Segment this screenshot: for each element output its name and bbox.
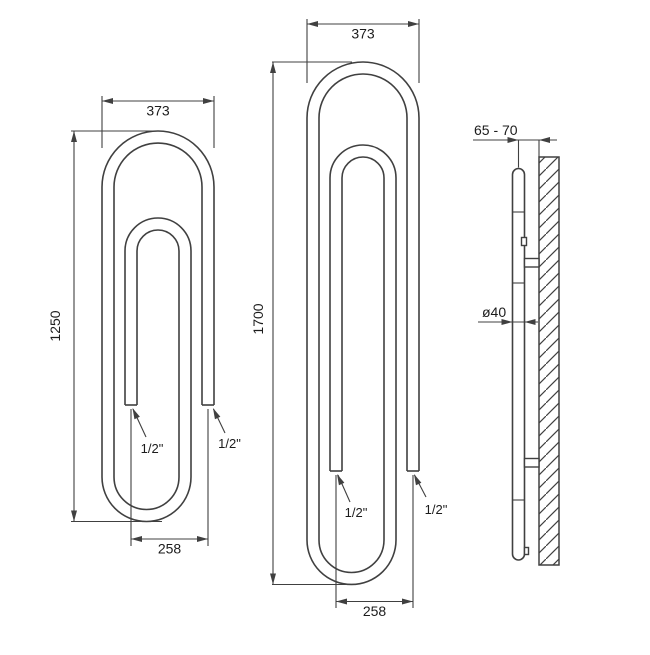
side-view: 65 - 70 ø40 xyxy=(473,122,560,566)
connection-leader-right-large: 1/2" xyxy=(414,474,448,517)
front-view-small-radiator: 373 1250 258 1/2" 1/2" xyxy=(47,96,241,557)
connection-leader-left-large: 1/2" xyxy=(337,474,368,520)
bracket-tab-upper xyxy=(520,236,528,247)
connection-leader-left-small: 1/2" xyxy=(132,408,164,456)
bottom-width-label-small: 258 xyxy=(158,541,182,557)
paperclip-tube-outline-large xyxy=(306,61,420,586)
dimension-width-large: 373 xyxy=(306,19,420,83)
dimension-tube-diameter: ø40 xyxy=(478,304,538,325)
width-label-large: 373 xyxy=(351,26,375,42)
dimension-bottom-width-small: 258 xyxy=(130,409,209,557)
paperclip-tube-outline-small xyxy=(101,130,215,523)
connection-label-left-large: 1/2" xyxy=(345,505,368,520)
wall-bracket-lower xyxy=(523,457,540,468)
front-view-large-radiator: 373 1700 258 1/2" 1/2" xyxy=(250,19,448,619)
tube-diameter-label: ø40 xyxy=(482,304,506,320)
wall-section-hatched xyxy=(538,156,560,566)
connection-leader-right-small: 1/2" xyxy=(213,408,241,451)
connection-label-right-small: 1/2" xyxy=(218,436,241,451)
dimension-bottom-width-large: 258 xyxy=(335,475,414,619)
connection-label-left-small: 1/2" xyxy=(141,441,164,456)
height-label-large: 1700 xyxy=(250,303,266,334)
tube-side-profile xyxy=(511,167,540,561)
dimension-height-small: 1250 xyxy=(47,130,162,523)
dimension-width-small: 373 xyxy=(101,96,215,148)
dimension-height-large: 1700 xyxy=(250,61,352,586)
bottom-width-label-large: 258 xyxy=(363,603,387,619)
height-label-small: 1250 xyxy=(47,310,63,341)
dimension-wall-distance: 65 - 70 xyxy=(473,122,557,168)
connection-label-right-large: 1/2" xyxy=(425,502,448,517)
width-label-small: 373 xyxy=(146,103,170,119)
wall-distance-label: 65 - 70 xyxy=(474,122,518,138)
bracket-tab-bottom xyxy=(523,546,530,556)
wall-bracket-upper xyxy=(523,257,540,268)
